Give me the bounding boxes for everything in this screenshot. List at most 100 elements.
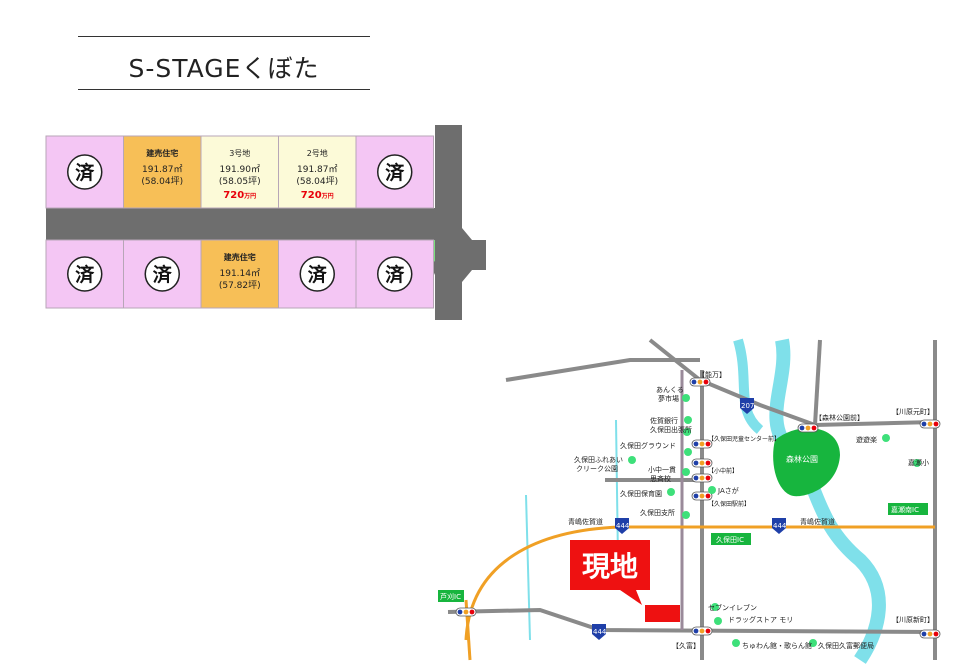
- sold-mark: [67, 256, 103, 292]
- poi-dot: [683, 428, 691, 436]
- lot-area: 191.87㎡: [297, 164, 338, 175]
- poi-dot: [682, 394, 690, 402]
- lot-area: 191.90㎡: [220, 164, 261, 175]
- signal-kubota-sta: 【久保田駅前】: [708, 500, 750, 508]
- signal-hokuban: 【能万】: [698, 370, 726, 379]
- top-lot-2: 建売住宅 191.87㎡(58.04坪): [123, 135, 202, 209]
- poi-dot: [684, 416, 692, 424]
- poi-dot: [667, 488, 675, 496]
- traffic-signal-icon: [691, 473, 713, 483]
- traffic-signal-icon: [691, 626, 713, 636]
- top-lot-1: 済: [45, 135, 124, 209]
- signal-kawahara-shin: 【川原新町】: [892, 615, 934, 624]
- poi-dot: [711, 603, 719, 611]
- sold-label: 済: [385, 263, 405, 286]
- lot-tsubo: (58.04坪): [296, 176, 338, 187]
- lot-fill: [278, 135, 357, 209]
- signal-kubota: 【久富】: [672, 641, 700, 650]
- sold-label: 済: [153, 263, 173, 286]
- traffic-signal-icon: [691, 491, 713, 501]
- bottom-lot-2: 済: [123, 239, 202, 309]
- top-lot-3: 3号地 191.90㎡(58.05坪) 720万円: [200, 135, 279, 209]
- poi-drug: ドラッグストア モリ: [728, 615, 793, 624]
- river-branch: [733, 338, 764, 434]
- lot-tsubo: (57.82坪): [219, 280, 261, 291]
- poi-shochu-1: 小中一貫: [648, 465, 676, 474]
- poi-dot: [708, 486, 716, 494]
- park-area: [773, 428, 840, 497]
- poi-dot: [684, 448, 692, 456]
- poi-ground: 久保田グラウンド: [620, 441, 676, 450]
- sold-mark: [377, 256, 413, 292]
- poi-dot: [682, 468, 690, 476]
- lot-tsubo: (58.05坪): [219, 176, 261, 187]
- traffic-signal-icon: [689, 377, 711, 387]
- lot-name: 建売住宅: [145, 148, 178, 158]
- road-main-label: 青嶋佐賀道: [568, 517, 603, 526]
- lot-tsubo: (58.04坪): [141, 176, 183, 187]
- poi-dot: [809, 639, 817, 647]
- lot-name: 3号地: [229, 148, 250, 158]
- lot-fill: [200, 135, 279, 209]
- sold-label: 済: [308, 263, 328, 286]
- poi-fureai-2: クリーク公園: [576, 465, 618, 473]
- site-label-box: [570, 540, 650, 590]
- road-n2: [813, 339, 822, 426]
- poi-seven: セブンイレブン: [708, 603, 757, 612]
- lot-fill: [123, 135, 202, 209]
- poi-ankuru-2: 夢市場: [658, 394, 679, 403]
- poi-dot: [882, 434, 890, 442]
- site-location: [645, 605, 680, 622]
- lot-price: 720万円: [301, 190, 334, 201]
- lot-price: 720万円: [223, 190, 256, 201]
- poi-saga-1: 佐賀銀行: [650, 416, 678, 425]
- canal-2: [615, 419, 619, 561]
- route-444-label-3: 444: [593, 628, 607, 636]
- traffic-signal-icon: [691, 458, 713, 468]
- ic-ashikari-label: 芦刈IC: [440, 592, 461, 601]
- sold-mark: [299, 256, 335, 292]
- lots-row-top: 済建売住宅191.87㎡(58.04坪)3号地191.90㎡(58.05坪)72…: [45, 135, 434, 209]
- traffic-signal-icon: [455, 607, 477, 617]
- poi-dot: [732, 639, 740, 647]
- site-label: 現地: [582, 550, 638, 583]
- title-box: S-STAGEくぼた: [78, 36, 370, 90]
- top-lot-4: 2号地 191.87㎡(58.04坪) 720万円: [278, 135, 357, 209]
- river: [769, 338, 886, 664]
- route-444-shield-3: 444: [592, 624, 607, 640]
- poi-markers: [628, 394, 921, 647]
- signal-kodomo: 【久保田児童センター前】: [708, 435, 780, 443]
- route-444-label-1: 444: [616, 522, 630, 530]
- poi-saga-2: 久保田出張所: [650, 425, 692, 434]
- road-main-east-label: 青嶋佐賀道: [800, 517, 835, 526]
- poi-dot: [682, 511, 690, 519]
- site-pointer: [620, 590, 642, 605]
- traffic-signal-icon: [691, 439, 713, 449]
- sold-label: 済: [75, 161, 95, 184]
- park-label: 森林公園: [786, 454, 818, 464]
- poi-hoikuen: 久保田保育園: [620, 489, 662, 498]
- sold-label: 済: [75, 263, 95, 286]
- poi-kawahara-sho: 嘉瀬小: [908, 458, 929, 467]
- lot-area: 191.14㎡: [220, 268, 261, 279]
- poi-dot: [628, 456, 636, 464]
- road-north-west: [505, 358, 700, 382]
- signal-morinoki: 【森林公園前】: [815, 413, 864, 422]
- poi-dot: [714, 617, 722, 625]
- top-lot-5: 済: [355, 135, 434, 209]
- lot-area: 191.87㎡: [142, 164, 183, 175]
- sold-mark: [377, 154, 413, 190]
- traffic-signal-icon: [919, 419, 941, 429]
- poi-ja: JAさが: [717, 486, 739, 495]
- route-207-label: 207: [741, 402, 754, 410]
- lot-name: 2号地: [307, 148, 328, 158]
- main-road: [46, 208, 435, 240]
- ic-kubota-label: 久保田IC: [716, 535, 744, 544]
- lots-row-bottom: 済済建売住宅191.14㎡(57.82坪)済済: [45, 239, 434, 309]
- poi-ankuru: あんくる: [656, 386, 684, 394]
- poi-dot: [913, 459, 921, 467]
- poi-mori: 久保田久富郵便局: [818, 641, 874, 650]
- signal-shochu: 【小中前】: [708, 467, 738, 475]
- canal: [525, 494, 531, 641]
